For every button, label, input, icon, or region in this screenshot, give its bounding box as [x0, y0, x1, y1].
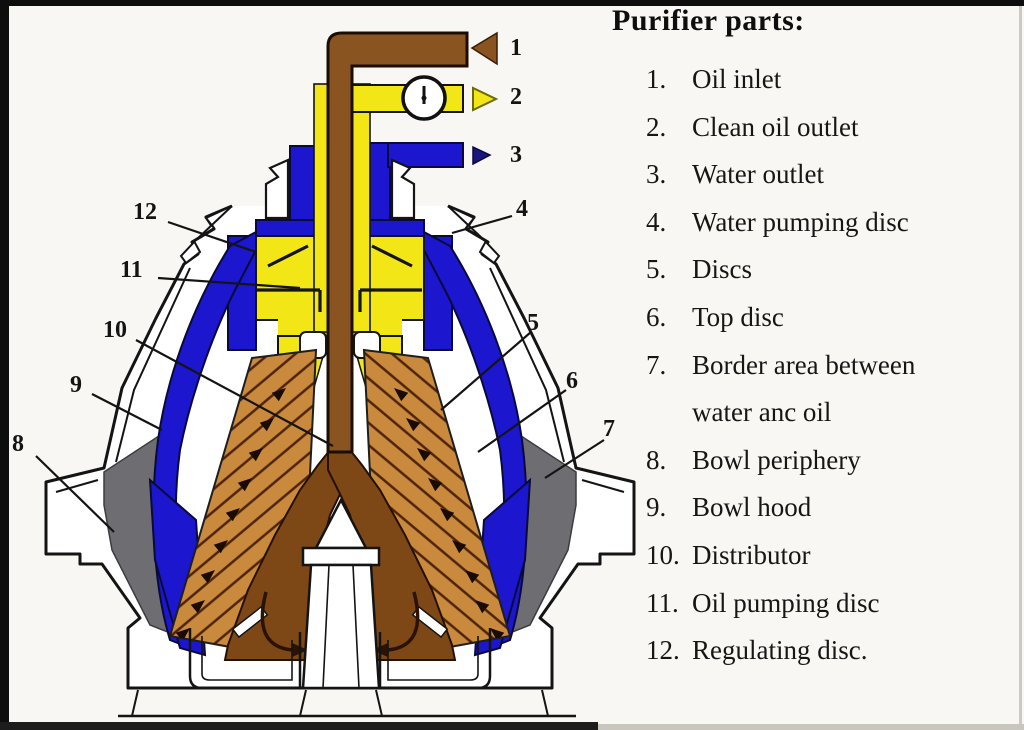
gauge-icon: [401, 75, 447, 121]
legend-item-label: Discs: [692, 254, 752, 285]
water-channel-left-top: [289, 145, 316, 233]
water-regions: [148, 142, 532, 657]
callout-2: 2: [510, 84, 522, 110]
callout-8: 8: [12, 431, 24, 457]
callout-6: 6: [566, 368, 578, 394]
frame-border-right: [1019, 6, 1022, 724]
clean-oil-arrow-icon: [472, 86, 499, 112]
frame-border-left: [0, 0, 9, 730]
callout-10: 10: [103, 317, 127, 343]
callout-9: 9: [70, 372, 82, 398]
callout-11: 11: [120, 257, 143, 283]
legend-item-label: Clean oil outlet: [692, 111, 859, 142]
legend-item-label: Regulating disc.: [692, 635, 868, 666]
legend-item: 3.Water outlet: [646, 159, 825, 190]
legend-item: 11.Oil pumping disc: [646, 587, 880, 618]
legend-item: 5.Discs: [646, 254, 752, 285]
legend-item-label: Bowl hood: [692, 492, 812, 523]
machine-base: [118, 628, 576, 718]
frame-border-bottom: [0, 722, 598, 730]
legend-item: 12.Regulating disc.: [646, 635, 868, 666]
frame-border-bottom-right: [598, 724, 1024, 730]
legend-item-label: Water pumping disc: [692, 206, 909, 237]
legend-item-label: Oil inlet: [692, 64, 782, 94]
oil-inlet-pipe: [326, 31, 469, 454]
legend-item-label: Bowl periphery: [692, 444, 861, 475]
legend-item: 9.Bowl hood: [646, 492, 812, 523]
legend-item-label: Water outlet: [692, 159, 825, 190]
legend-item-label: Top disc: [692, 301, 784, 332]
callout-1: 1: [510, 35, 522, 61]
callout-5: 5: [527, 310, 539, 336]
legend-title: Purifier parts:: [612, 4, 805, 37]
callout-7: 7: [603, 416, 615, 442]
casing-neck-steps: [179, 158, 501, 265]
pumping-disc-lines: [256, 244, 422, 312]
legend-item-label: Border area between: [692, 349, 916, 380]
legend-item: 6.Top disc: [646, 301, 784, 332]
legend-item-label: Oil pumping disc: [692, 587, 880, 618]
frame-border-top: [0, 0, 1024, 6]
legend-item: 8.Bowl periphery: [646, 444, 861, 475]
legend-item: 2.Clean oil outlet: [646, 111, 859, 142]
legend-item-label: Distributor: [692, 539, 811, 570]
legend-item: 1.Oil inlet: [646, 64, 782, 94]
legend-item: 4.Water pumping disc: [646, 206, 909, 237]
callout-leader-lines: [35, 214, 605, 533]
oil-inlet-arrow-icon: [470, 31, 498, 66]
callout-12: 12: [133, 199, 157, 225]
callout-4: 4: [516, 196, 528, 222]
legend-list: 1.Oil inlet 2.Clean oil outlet 3.Water o…: [646, 56, 1021, 675]
legend-item: 10.Distributor: [646, 539, 811, 570]
callout-3: 3: [510, 142, 522, 168]
legend-item-label-line2: water anc oil: [692, 397, 832, 428]
water-arrow-icon: [472, 145, 492, 166]
